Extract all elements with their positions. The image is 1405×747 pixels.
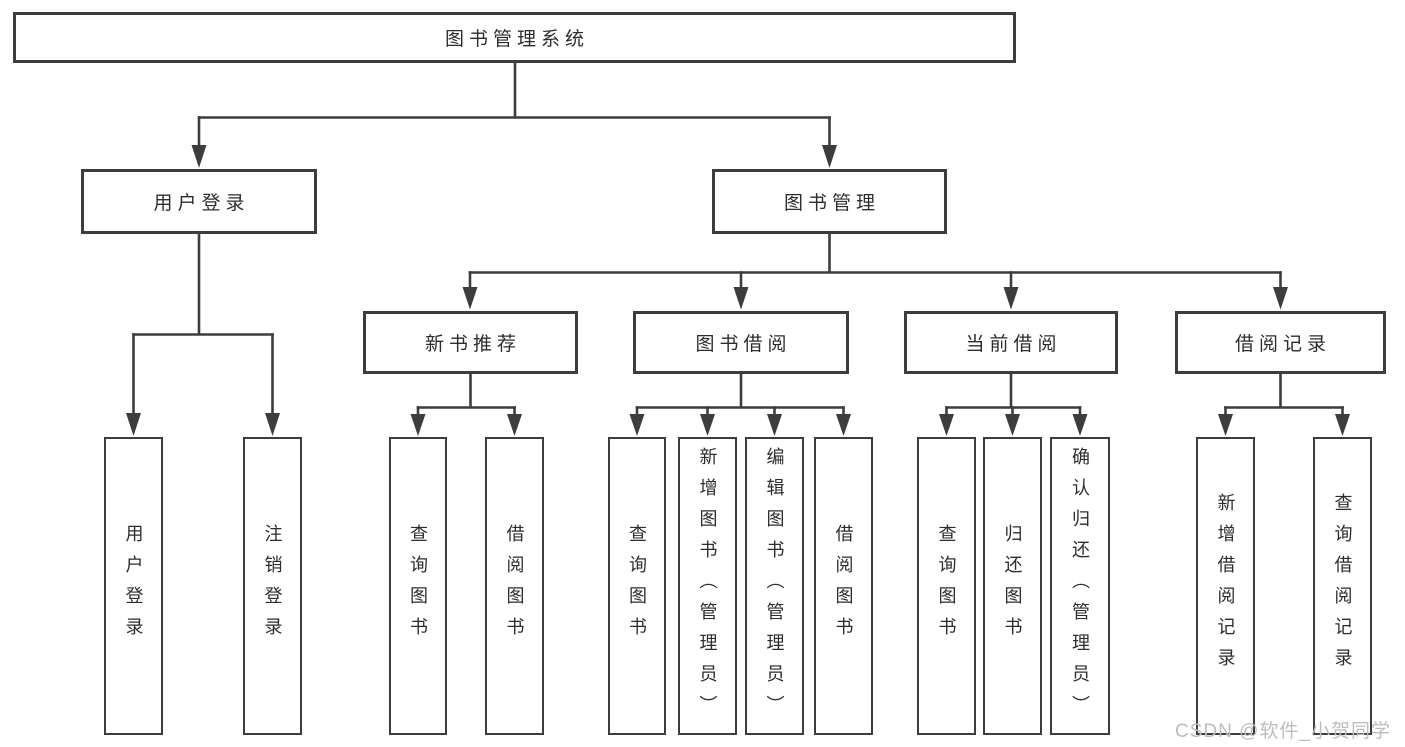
node-leaf-logout: 注销登录: [243, 437, 302, 735]
node-leaf-add-borrow-record: 新增借阅记录: [1196, 437, 1255, 735]
watermark: CSDN @软件_小贺同学: [1175, 721, 1391, 742]
node-label: 查询图书: [627, 524, 647, 648]
node-label: 图书管理: [783, 193, 880, 214]
node-label: 当前借阅: [965, 334, 1062, 355]
connector-root-to-level2: [191, 61, 837, 168]
node-user-login: 用户登录: [81, 169, 317, 234]
connector-book-borrowing-group: [629, 372, 851, 436]
node-leaf-return-books: 归还图书: [983, 437, 1042, 735]
connector-user-login-group: [126, 232, 280, 436]
node-leaf-add-book-admin: 新增图书（管理员）: [678, 437, 737, 735]
node-leaf-query-books-recommendation: 查询图书: [389, 437, 447, 735]
node-label: 借阅记录: [1234, 334, 1331, 355]
node-leaf-query-borrow-record: 查询借阅记录: [1313, 437, 1372, 735]
node-label: 注销登录: [262, 524, 283, 648]
connector-new-book-recommendation-group: [410, 372, 522, 436]
node-current-borrowing: 当前借阅: [904, 311, 1118, 374]
node-label: 用户登录: [123, 524, 144, 648]
node-library-management-system: 图书管理系统: [13, 12, 1016, 63]
node-leaf-confirm-return-admin: 确认归还（管理员）: [1050, 437, 1110, 735]
node-borrowing-records: 借阅记录: [1175, 311, 1386, 374]
node-label: 借阅图书: [504, 524, 525, 648]
node-leaf-query-books-borrowing: 查询图书: [608, 437, 666, 735]
node-label: 图书借阅: [695, 334, 792, 355]
connector-book-management-group: [462, 232, 1288, 310]
node-label: 查询图书: [936, 524, 957, 648]
node-label: 新增借阅记录: [1215, 493, 1236, 679]
node-label: 确认归还（管理员）: [1070, 446, 1090, 726]
node-book-management: 图书管理: [712, 169, 947, 234]
node-new-book-recommendation: 新书推荐: [363, 311, 578, 374]
node-leaf-user-login: 用户登录: [104, 437, 163, 735]
node-label: 查询借阅记录: [1332, 493, 1353, 679]
node-leaf-query-books-current: 查询图书: [917, 437, 976, 735]
node-label: 新增图书（管理员）: [697, 446, 718, 726]
node-label: 用户登录: [153, 193, 250, 214]
node-label: 编辑图书（管理员）: [764, 446, 785, 726]
node-leaf-borrow-books: 借阅图书: [814, 437, 873, 735]
connector-borrowing-records-group: [1218, 372, 1350, 436]
connector-current-borrowing-group: [939, 372, 1088, 436]
node-label: 归还图书: [1002, 524, 1023, 648]
node-book-borrowing: 图书借阅: [633, 311, 849, 374]
node-leaf-borrow-books-recommendation: 借阅图书: [485, 437, 544, 735]
node-label: 图书管理系统: [444, 29, 589, 50]
node-label: 新书推荐: [424, 334, 521, 355]
node-leaf-edit-book-admin: 编辑图书（管理员）: [745, 437, 804, 735]
node-label: 查询图书: [408, 524, 428, 648]
node-label: 借阅图书: [833, 524, 854, 648]
